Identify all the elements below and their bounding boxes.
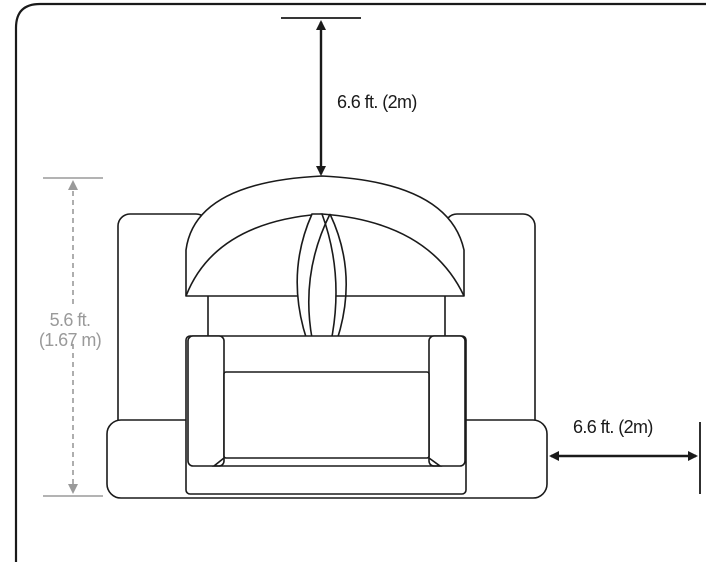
left-armrest [187,335,225,467]
frame-border [14,2,706,562]
seat-front-edge [211,457,443,467]
side-clearance-label: 6.6 ft. (2m) [573,417,653,437]
overhead-clearance-label: 6.6 ft. (2m) [337,92,417,112]
height-label-line1: 5.6 ft. [50,310,91,330]
unit-illustration [106,175,548,499]
height-label-line2: (1.67 m) [39,330,101,350]
seat-cushion [223,371,430,459]
right-armrest [428,335,466,467]
